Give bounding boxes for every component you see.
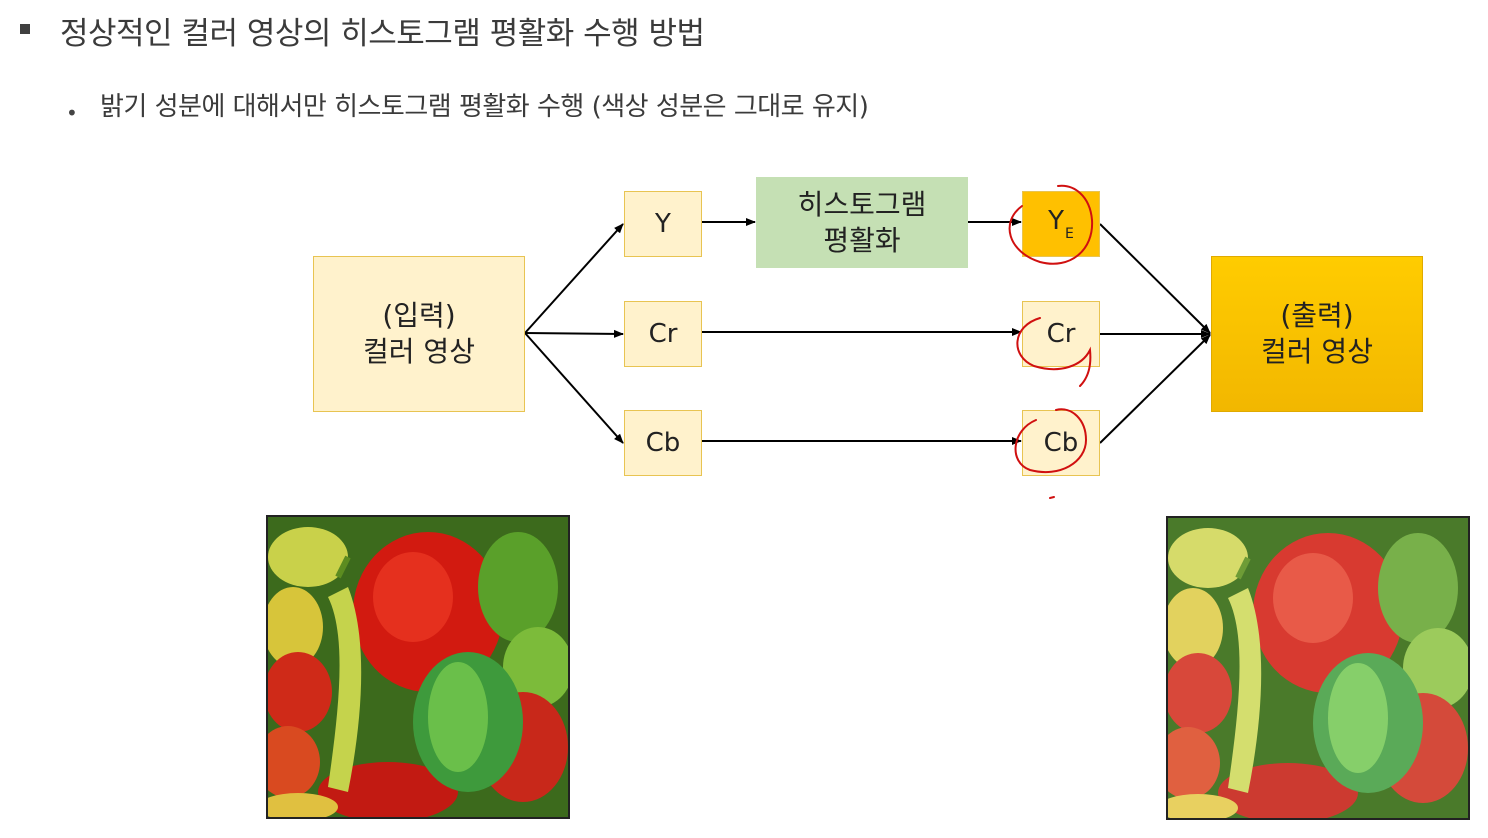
- ye-channel-label: YE: [1048, 206, 1074, 242]
- output-box-label-2: 컬러 영상: [1261, 335, 1373, 368]
- cr-output-channel-box: Cr: [1022, 301, 1100, 367]
- annotation-tick: [1049, 496, 1055, 499]
- input-box-label-2: 컬러 영상: [363, 335, 475, 368]
- process-label-1: 히스토그램: [797, 187, 927, 221]
- ye-channel-box: YE: [1022, 191, 1100, 257]
- input-peppers-image: [266, 515, 570, 819]
- arrow-input-to-cr: [524, 329, 624, 338]
- cb-channel-label: Cb: [645, 428, 681, 458]
- cr-output-label: Cr: [1046, 319, 1076, 349]
- input-box-label-1: (입력): [382, 299, 456, 332]
- process-label-2: 평활화: [823, 223, 901, 257]
- ye-base: Y: [1048, 206, 1065, 236]
- y-channel-label: Y: [655, 209, 671, 239]
- square-bullet-icon: [20, 24, 30, 34]
- cr-channel-box: Cr: [624, 301, 702, 367]
- cb-output-label: Cb: [1043, 428, 1079, 458]
- output-box-label-1: (출력): [1280, 299, 1354, 332]
- arrow-input-to-y: [524, 223, 624, 334]
- input-peppers-drawing: [268, 517, 568, 817]
- ye-subscript: E: [1065, 226, 1074, 242]
- cb-channel-box: Cb: [624, 410, 702, 476]
- slide-subheading: 밝기 성분에 대해서만 히스토그램 평활화 수행 (색상 성분은 그대로 유지): [100, 92, 869, 122]
- arrow-cb-to-output: [1099, 334, 1211, 444]
- arrow-ye-to-output: [1099, 223, 1211, 334]
- output-peppers-drawing: [1168, 518, 1468, 818]
- arrow-input-to-cb: [524, 332, 624, 444]
- y-channel-box: Y: [624, 191, 702, 257]
- slide-heading: 정상적인 컬러 영상의 히스토그램 평활화 수행 방법: [60, 16, 705, 52]
- round-bullet-icon: •: [66, 101, 78, 125]
- cb-output-channel-box: Cb: [1022, 410, 1100, 476]
- histogram-equalization-box: 히스토그램 평활화: [756, 177, 968, 268]
- input-color-image-box: (입력) 컬러 영상: [313, 256, 525, 412]
- output-color-image-box: (출력) 컬러 영상: [1211, 256, 1423, 412]
- cr-channel-label: Cr: [648, 319, 678, 349]
- output-peppers-image: [1166, 516, 1470, 820]
